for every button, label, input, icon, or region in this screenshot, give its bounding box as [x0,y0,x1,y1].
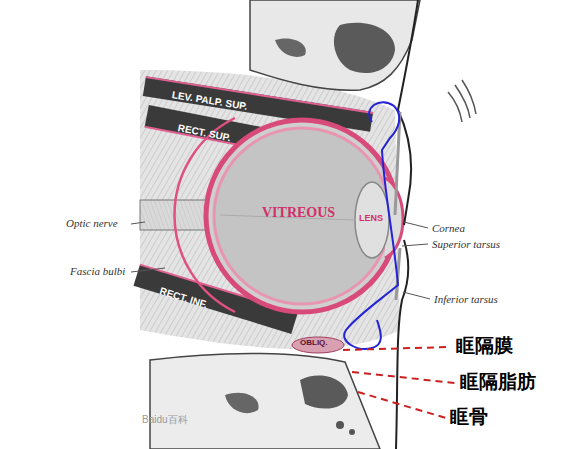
part-label: Inferior tarsus [434,293,498,305]
leader-line [343,347,450,350]
orbital-septum-outline [344,102,399,349]
part-label: VITREOUS [262,205,335,220]
annotation-label: 眶骨 [450,407,488,428]
inferior-oblique [292,337,344,353]
leader-line [358,392,446,418]
eyeball [206,120,398,312]
leader-line [403,292,430,299]
part-label: Fascia bulbi [70,265,125,277]
leader-line [131,268,165,272]
eyebrow [448,80,476,122]
watermark: Baidu百科 [142,414,188,425]
bone-cavity [275,38,306,56]
part-label: LENS [359,214,383,224]
upper-orbital-bone [250,0,420,90]
part-label: Optic nerve [66,217,118,229]
leader-line [404,222,428,228]
part-label: Superior tarsus [432,238,500,250]
frontal-sinus [334,23,395,73]
leader-line [352,372,455,383]
lower-orbital-bone [150,353,380,449]
lens [355,182,389,258]
bone-cavity [300,376,348,409]
part-label: Cornea [432,222,465,234]
orbit-fat [140,70,400,349]
leader-line [402,244,428,246]
part-label: OBLIQ. [300,339,328,348]
annotation-label: 眶隔脂肪 [460,372,536,393]
bone-cavity [225,393,259,413]
leader-line [131,222,145,224]
annotation-label: 眶隔膜 [456,336,513,357]
